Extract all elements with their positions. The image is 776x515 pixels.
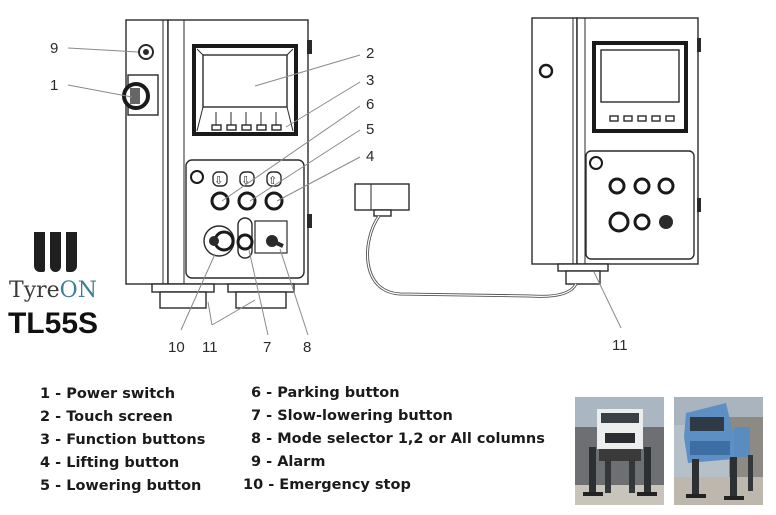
callout-3: 3 (366, 72, 374, 89)
legend-item: 9 - Alarm (251, 454, 326, 470)
key-lock-icon (190, 170, 204, 184)
svg-text:⇩: ⇩ (241, 174, 250, 187)
left-control-box: ⇩ ⇩ ⇧ (122, 19, 312, 309)
lifting-button-icon (264, 191, 284, 211)
callout-10: 10 (168, 339, 185, 356)
remote-pendant (354, 183, 410, 217)
mode-selector-icon (254, 220, 288, 254)
callout-4: 4 (366, 148, 374, 165)
legend-item: 2 - Touch screen (40, 409, 173, 425)
legend-item: 4 - Lifting button (40, 455, 180, 471)
tyreon-bars-icon (0, 232, 114, 272)
tyreon-logo: TyreON TL55S (4, 232, 114, 341)
model-name: TL55S (7, 307, 99, 340)
alarm-icon (138, 44, 154, 60)
function-buttons (211, 112, 282, 131)
svg-text:⇧: ⇧ (268, 174, 277, 187)
callout-9: 9 (50, 40, 58, 57)
lowering-button-icon (237, 191, 257, 211)
touch-screen (192, 44, 298, 136)
legend-item: 7 - Slow-lowering button (251, 408, 453, 424)
legend-item: 5 - Lowering button (40, 478, 202, 494)
callout-2: 2 (366, 45, 374, 62)
parking-button-icon (210, 191, 230, 211)
power-switch-icon (122, 74, 159, 116)
callout-7: 7 (263, 339, 271, 356)
legend-item: 8 - Mode selector 1,2 or All columns (251, 431, 545, 447)
photo-white-truck-lift (575, 397, 664, 505)
callout-11-left: 11 (202, 339, 218, 356)
callout-11-right: 11 (612, 337, 628, 354)
legend-item: 10 - Emergency stop (243, 477, 411, 493)
svg-text:⇩: ⇩ (214, 174, 223, 187)
callout-8: 8 (303, 339, 311, 356)
brand-name: TyreON (9, 278, 97, 303)
legend-right: 6 - Parking button 7 - Slow-lowering but… (243, 382, 545, 497)
legend-item: 1 - Power switch (40, 386, 176, 402)
callout-6: 6 (366, 96, 374, 113)
callout-1: 1 (50, 77, 58, 94)
photo-blue-truck-lift (674, 397, 763, 505)
leader-lines (67, 47, 622, 336)
callout-5: 5 (366, 121, 374, 138)
legend-item: 6 - Parking button (251, 385, 400, 401)
legend-left: 1 - Power switch 2 - Touch screen 3 - Fu… (40, 383, 205, 498)
slow-lowering-button-icon (236, 233, 254, 251)
legend-item: 3 - Function buttons (40, 432, 206, 448)
right-control-box (531, 17, 701, 285)
emergency-stop-icon (203, 225, 235, 257)
